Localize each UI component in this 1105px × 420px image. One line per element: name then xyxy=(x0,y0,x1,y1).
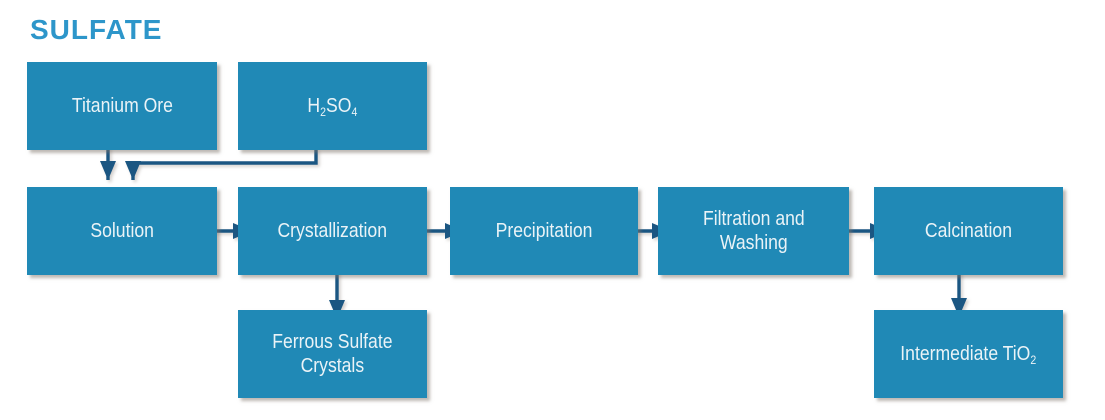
node-h2so4: H2SO4 xyxy=(238,62,427,150)
node-precipitation: Precipitation xyxy=(450,187,638,275)
diagram-title: SULFATE xyxy=(30,14,163,45)
node-crystallization-label: Crystallization xyxy=(277,219,388,242)
ferrous-line-2: Crystals xyxy=(300,355,365,377)
filtration-line-1: Filtration and xyxy=(702,207,805,230)
node-ferrous-sulfate-label: Ferrous Sulfate Crystals xyxy=(272,330,392,379)
node-filtration-washing: Filtration and Washing xyxy=(658,187,849,275)
ferrous-line-1: Ferrous Sulfate xyxy=(272,330,393,353)
node-calcination: Calcination xyxy=(874,187,1063,275)
node-intermediate-tio2-label: Intermediate TiO2 xyxy=(901,342,1037,366)
h2so4-part-so: SO xyxy=(326,94,352,117)
node-solution-label: Solution xyxy=(90,219,154,242)
node-filtration-washing-label: Filtration and Washing xyxy=(703,207,805,256)
node-intermediate-tio2: Intermediate TiO2 xyxy=(874,310,1063,398)
h2so4-sub-2: 2 xyxy=(320,104,327,119)
node-titanium-ore: Titanium Ore xyxy=(27,62,217,150)
node-ferrous-sulfate-crystals: Ferrous Sulfate Crystals xyxy=(238,310,427,398)
intermediate-tio2-text: Intermediate TiO xyxy=(900,342,1031,365)
h2so4-part-h: H xyxy=(307,94,321,117)
node-titanium-ore-label: Titanium Ore xyxy=(71,94,173,117)
filtration-line-2: Washing xyxy=(719,232,788,254)
intermediate-tio2-sub-2: 2 xyxy=(1030,352,1037,367)
h2so4-sub-4: 4 xyxy=(351,104,358,119)
node-precipitation-label: Precipitation xyxy=(495,219,593,242)
node-calcination-label: Calcination xyxy=(924,219,1013,242)
node-crystallization: Crystallization xyxy=(238,187,427,275)
arrow-h2so4-to-solution xyxy=(125,149,318,180)
node-solution: Solution xyxy=(27,187,217,275)
node-h2so4-label: H2SO4 xyxy=(308,94,358,118)
